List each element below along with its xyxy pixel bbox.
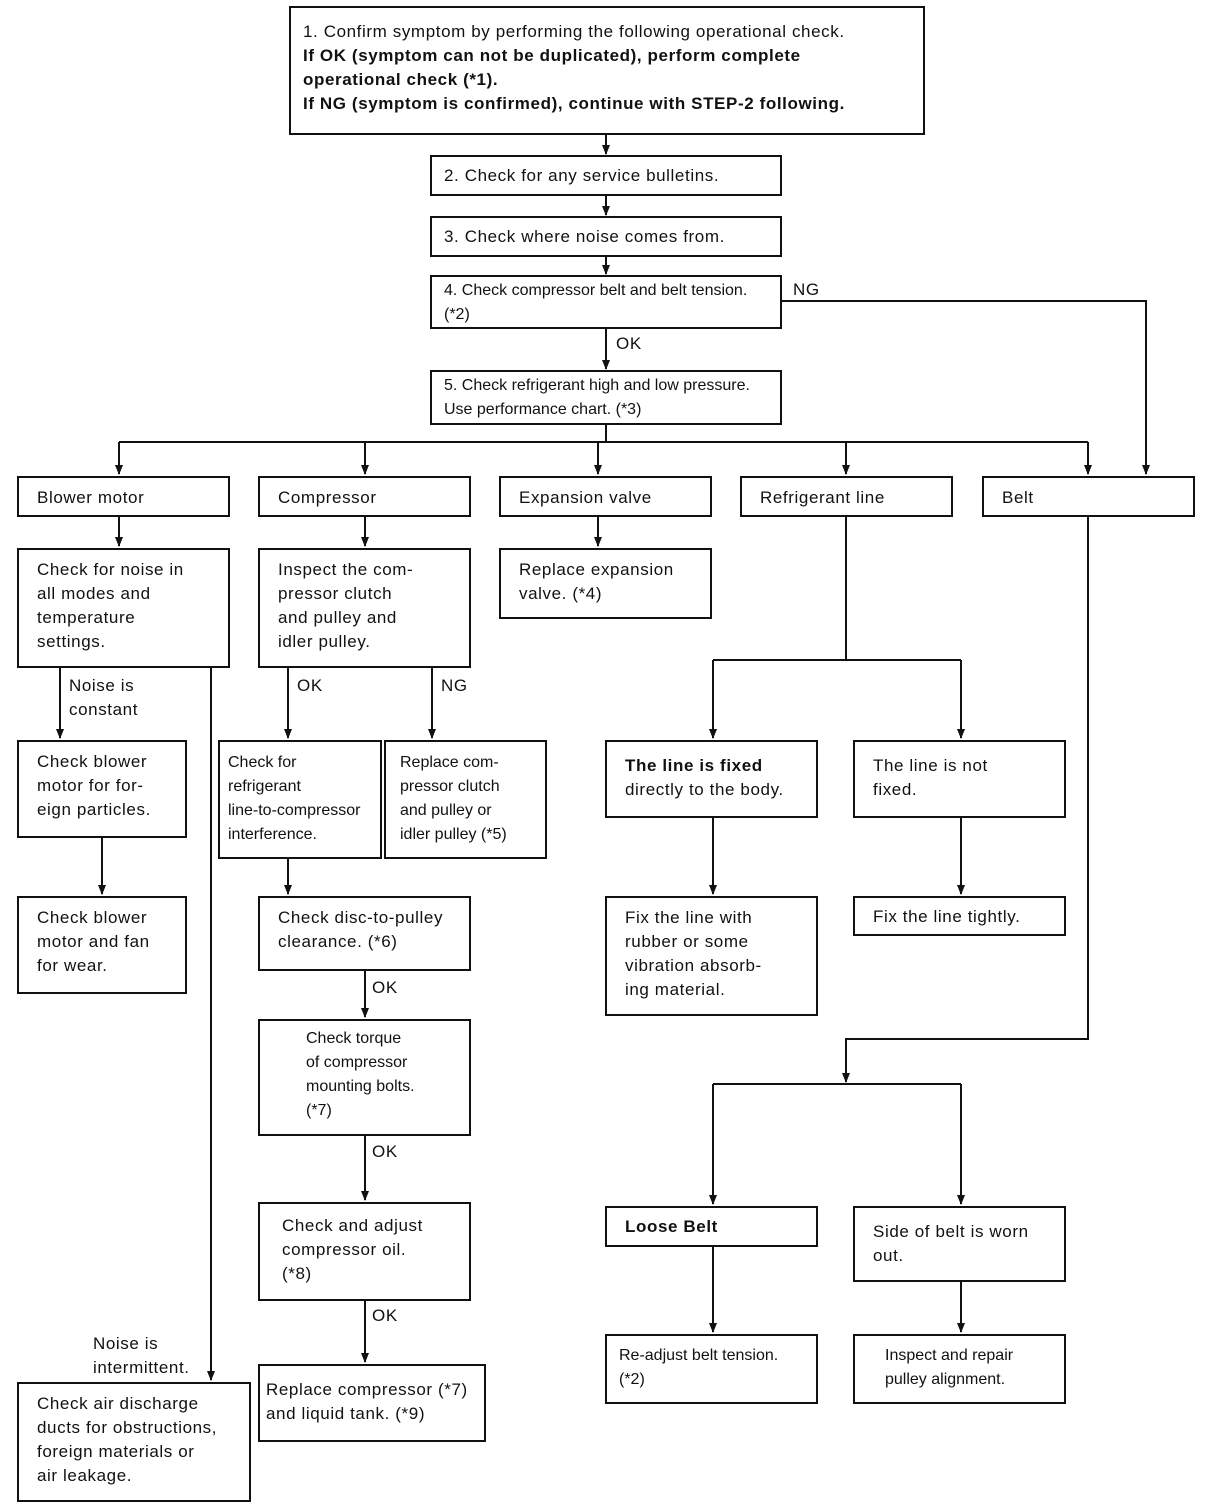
label-s4-ok: OK [616,334,642,353]
step1-box: 1. Confirm symptom by performing the fol… [289,6,925,135]
step3-box: 3. Check where noise comes from. [430,216,782,257]
refline-split [713,517,961,661]
refline-fix-tight-box: Fix the line tightly. [853,896,1066,936]
step5-box: 5. Check refrigerant high and low pressu… [430,370,782,425]
compressor-disc-clearance-box: Check disc-to-pulley clearance. (*6) [258,896,471,971]
belt-loose-box: Loose Belt [605,1206,818,1247]
step4-box: 4. Check compressor belt and belt tensio… [430,275,782,329]
refline-fix-rubber-box: Fix the line with rubber or some vibrati… [605,896,818,1016]
label-torque-ok: OK [372,1142,398,1161]
category-compressor: Compressor [258,476,471,517]
category-refrigerant-line: Refrigerant line [740,476,953,517]
category-expansion-valve: Expansion valve [499,476,712,517]
belt-worn-box: Side of belt is worn out. [853,1206,1066,1282]
step2-box: 2. Check for any service bulletins. [430,155,782,196]
compressor-replace-box: Replace compressor (*7) and liquid tank.… [258,1364,486,1442]
compressor-oil-box: Check and adjust compressor oil. (*8) [258,1202,471,1301]
blower-air-ducts-box: Check air discharge ducts for obstructio… [17,1382,251,1502]
label-disc-ok: OK [372,978,398,997]
label-noise-intermittent: Noise is intermittent. [93,1334,190,1377]
category-belt: Belt [982,476,1195,517]
arrow-s4-belt [781,300,1150,475]
belt-pulley-alignment-box: Inspect and repair pulley alignment. [853,1334,1066,1404]
refline-fixed-box: The line is fixed directly to the body. [605,740,818,818]
blower-wear-box: Check blower motor and fan for wear. [17,896,187,994]
refline-not-fixed-box: The line is not fixed. [853,740,1066,818]
blower-check-noise-box: Check for noise in all modes and tempera… [17,548,230,668]
step1-line2: If OK (symptom can not be duplicated), p… [303,46,801,65]
distribution-bus [119,425,1088,443]
blower-foreign-particles-box: Check blower motor for for- eign particl… [17,740,187,838]
label-inspect-ng: NG [441,676,468,695]
label-oil-ok: OK [372,1306,398,1325]
label-s4-ng: NG [793,280,820,299]
step1-line1: 1. Confirm symptom by performing the fol… [303,22,845,41]
compressor-torque-box: Check torque of compressor mounting bolt… [258,1019,471,1136]
compressor-interference-box: Check for refrigerant line-to-compressor… [218,740,382,859]
compressor-replace-clutch-box: Replace com- pressor clutch and pulley o… [384,740,547,859]
expansion-replace-box: Replace expansion valve. (*4) [499,548,712,619]
step1-line3: operational check (*1). [303,70,499,89]
compressor-inspect-box: Inspect the com- pressor clutch and pull… [258,548,471,668]
belt-readjust-box: Re-adjust belt tension. (*2) [605,1334,818,1404]
label-inspect-ok: OK [297,676,323,695]
step1-line4: If NG (symptom is confirmed), continue w… [303,94,845,113]
belt-route [842,517,1089,1083]
label-noise-constant: Noise is constant [69,676,139,719]
category-blower-motor: Blower motor [17,476,230,517]
